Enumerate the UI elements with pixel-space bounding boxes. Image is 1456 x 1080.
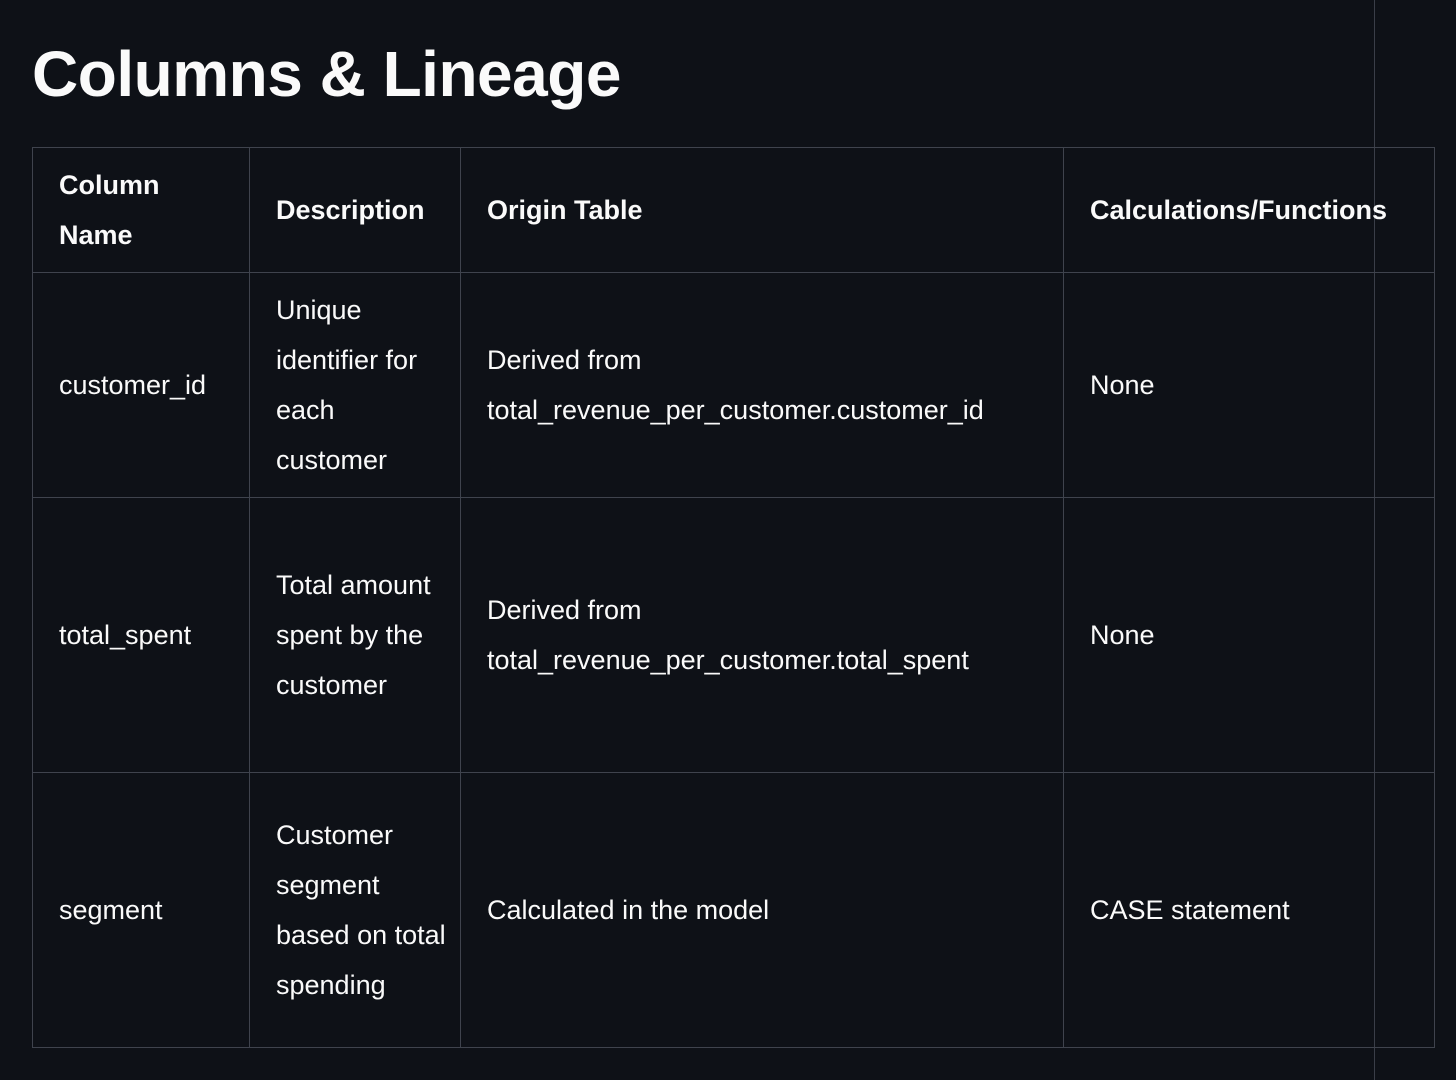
page-title: Columns & Lineage	[32, 38, 621, 110]
cell-description: Unique identifier for each customer	[249, 272, 461, 498]
header-origin-table: Origin Table	[460, 147, 1064, 273]
header-calculations: Calculations/Functions	[1063, 147, 1435, 273]
header-column-name: Column Name	[32, 147, 250, 273]
cell-calculations: None	[1063, 497, 1435, 773]
cell-origin-table: Calculated in the model	[460, 772, 1064, 1048]
table-row: total_spent Total amount spent by the cu…	[32, 497, 1435, 773]
cell-description: Customer segment based on total spending	[249, 772, 461, 1048]
table-header-row: Column Name Description Origin Table Cal…	[32, 147, 1435, 273]
cell-calculations: None	[1063, 272, 1435, 498]
cell-column-name: total_spent	[32, 497, 250, 773]
cell-origin-table: Derived from total_revenue_per_customer.…	[460, 272, 1064, 498]
table-row: segment Customer segment based on total …	[32, 772, 1435, 1048]
header-description: Description	[249, 147, 461, 273]
cell-column-name: segment	[32, 772, 250, 1048]
lineage-table: Column Name Description Origin Table Cal…	[32, 147, 1435, 1048]
cell-calculations: CASE statement	[1063, 772, 1435, 1048]
table-row: customer_id Unique identifier for each c…	[32, 272, 1435, 498]
cell-description: Total amount spent by the customer	[249, 497, 461, 773]
cell-column-name: customer_id	[32, 272, 250, 498]
cell-origin-table: Derived from total_revenue_per_customer.…	[460, 497, 1064, 773]
